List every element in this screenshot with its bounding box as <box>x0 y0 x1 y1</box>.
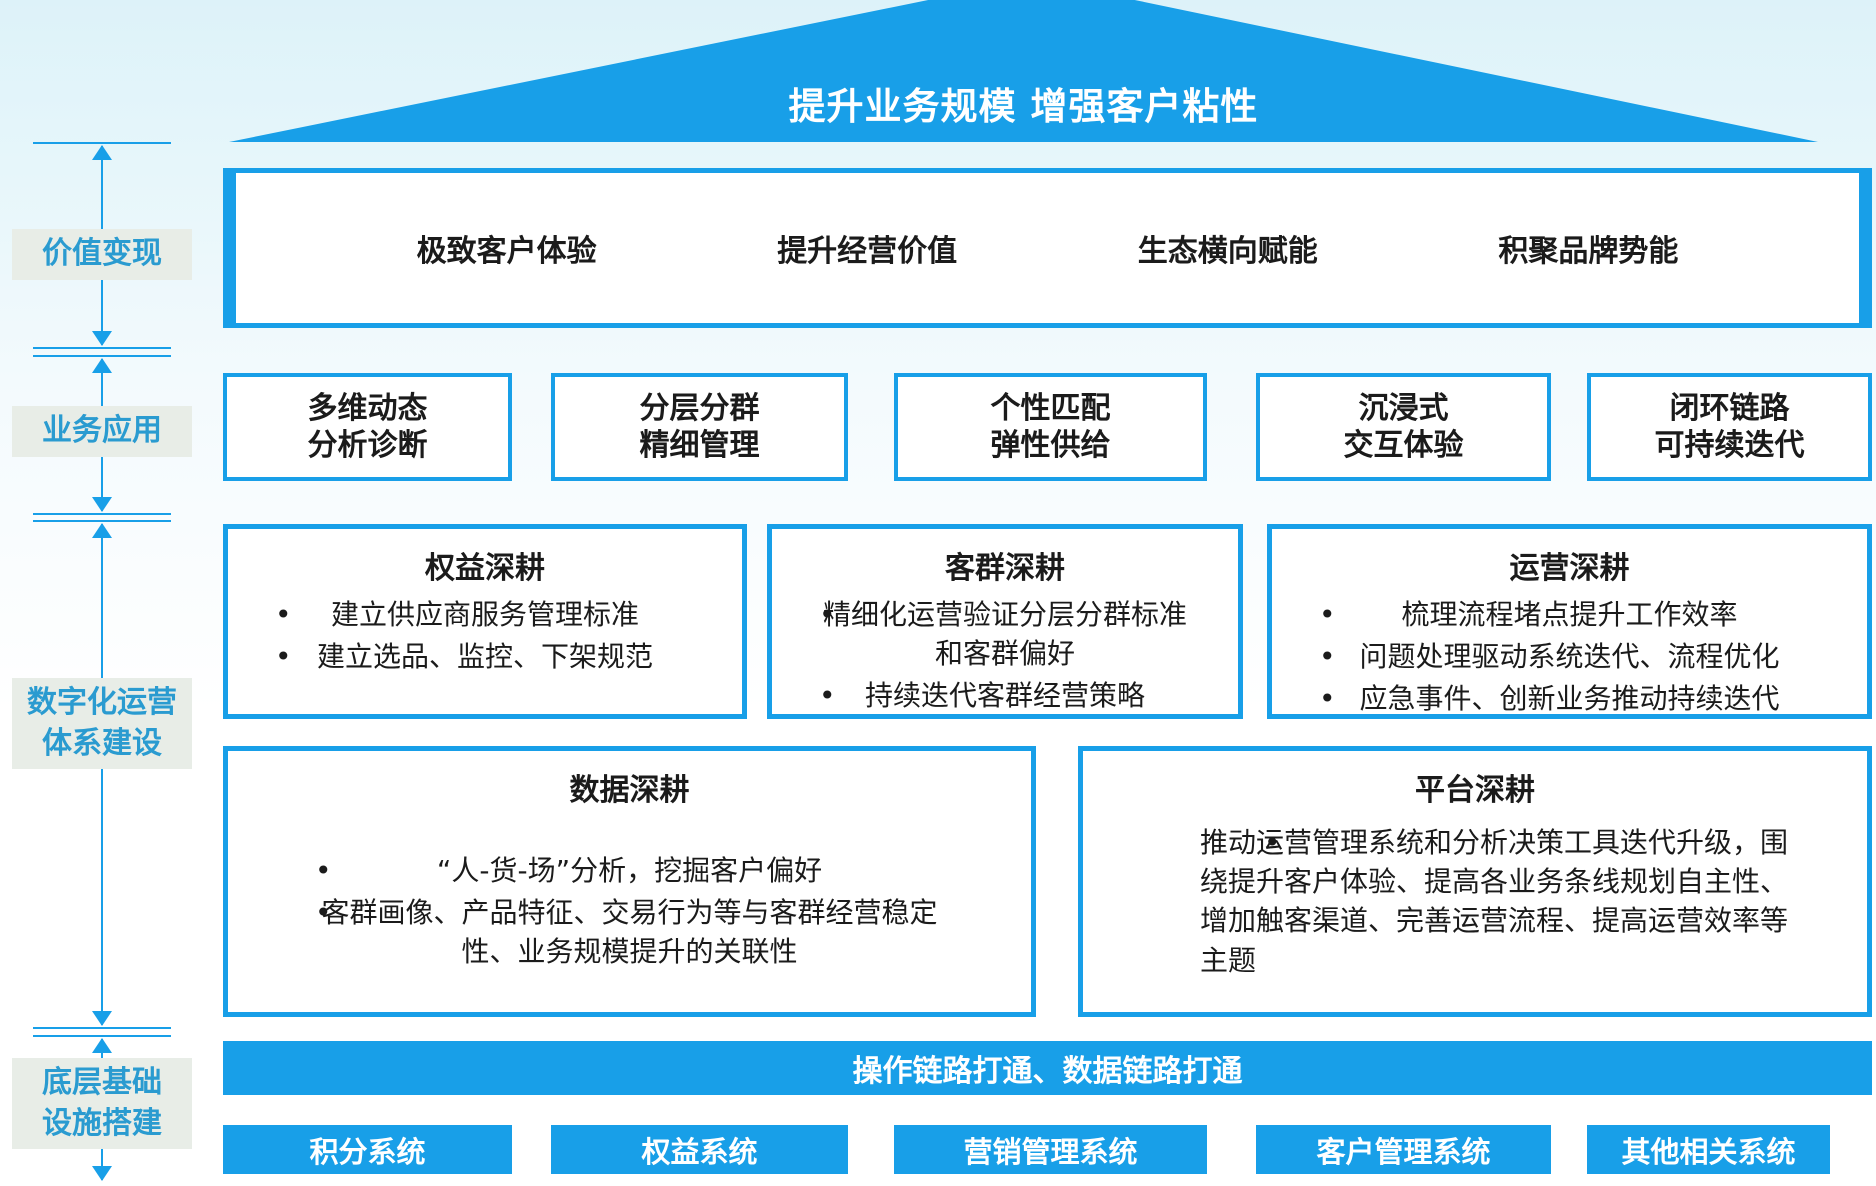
arrow-down-icon <box>92 497 112 512</box>
axis-cap <box>33 1027 171 1029</box>
card-title: 数据深耕 <box>569 773 690 808</box>
arrow-up-icon <box>92 358 112 373</box>
value-item-brand-momentum: 积聚品牌势能 <box>1498 234 1679 269</box>
side-label-digital-operation: 数字化运营 体系建设 <box>12 678 192 769</box>
card-operation-deepening: 运营深耕 梳理流程堵点提升工作效率 问题处理驱动系统迭代、流程优化 应急事件、创… <box>1267 524 1872 719</box>
card-platform-deepening: 平台深耕 推动运营管理系统和分析决策工具迭代升级，围绕提升客户体验、提高各业务条… <box>1078 746 1872 1017</box>
card-bullet: “人-货-场”分析，挖掘客户偏好 <box>313 851 946 890</box>
arrow-down-icon <box>92 1011 112 1026</box>
deep-cards-row-2: 数据深耕 “人-货-场”分析，挖掘客户偏好 客群画像、产品特征、交易行为等与客群… <box>223 746 1872 1017</box>
app-box-dynamic-analysis: 多维动态 分析诊断 <box>223 373 512 481</box>
card-customer-group-deepening: 客群深耕 精细化运营验证分层分群标准和客群偏好 持续迭代客群经营策略 <box>767 524 1243 719</box>
card-title: 客群深耕 <box>945 551 1065 586</box>
app-box-segmented-management: 分层分群 精细管理 <box>551 373 848 481</box>
card-rights-deepening: 权益深耕 建立供应商服务管理标准 建立选品、监控、下架规范 <box>223 524 747 719</box>
business-application-row: 多维动态 分析诊断 分层分群 精细管理 个性匹配 弹性供给 沉浸式 交互体验 闭… <box>223 373 1872 481</box>
card-bullet-list: 推动运营管理系统和分析决策工具迭代升级，围绕提升客户体验、提高各业务条线规划自主… <box>1088 823 1862 980</box>
card-bullet: 客群画像、产品特征、交易行为等与客群经营稳定性、业务规模提升的关联性 <box>313 893 946 971</box>
goal-title: 提升业务规模 增强客户粘性 <box>788 85 1259 128</box>
card-bullet: 梳理流程堵点提升工作效率 <box>1317 595 1822 634</box>
side-label-infrastructure: 底层基础 设施搭建 <box>12 1058 192 1149</box>
axis-cap <box>33 520 171 522</box>
axis-cap <box>33 355 171 357</box>
app-box-closed-loop: 闭环链路 可持续迭代 <box>1587 373 1872 481</box>
arrow-up-icon <box>92 145 112 160</box>
card-bullet: 问题处理驱动系统迭代、流程优化 <box>1317 637 1822 676</box>
card-title: 权益深耕 <box>425 551 545 586</box>
card-bullet: 精细化运营验证分层分群标准和客群偏好 <box>817 595 1193 673</box>
card-bullet: 持续迭代客群经营策略 <box>817 676 1193 715</box>
arrow-up-icon <box>92 1038 112 1053</box>
axis-line <box>101 524 103 1025</box>
arrow-down-icon <box>92 1166 112 1181</box>
app-box-personal-matching: 个性匹配 弹性供给 <box>894 373 1207 481</box>
card-bullet-list: “人-货-场”分析，挖掘客户偏好 客群画像、产品特征、交易行为等与客群经营稳定性… <box>233 851 1026 972</box>
value-item-business-value: 提升经营价值 <box>777 234 958 269</box>
roof-banner: 提升业务规模 增强客户粘性 <box>229 0 1818 142</box>
system-box-points: 积分系统 <box>223 1125 512 1174</box>
value-realization-box: 极致客户体验 提升经营价值 生态横向赋能 积聚品牌势能 <box>223 168 1872 328</box>
side-label-value-realization: 价值变现 <box>12 229 192 280</box>
axis-arrow-segment-operation <box>33 520 171 1029</box>
card-bullet: 应急事件、创新业务推动持续迭代 <box>1317 679 1822 718</box>
card-bullet: 推动运营管理系统和分析决策工具迭代升级，围绕提升客户体验、提高各业务条线规划自主… <box>1200 823 1796 980</box>
card-bullet-list: 建立供应商服务管理标准 建立选品、监控、下架规范 <box>233 595 737 677</box>
card-bullet: 建立供应商服务管理标准 <box>273 595 697 634</box>
axis-cap <box>33 142 171 144</box>
app-box-immersive-experience: 沉浸式 交互体验 <box>1256 373 1551 481</box>
system-box-marketing: 营销管理系统 <box>894 1125 1207 1174</box>
card-bullet: 建立选品、监控、下架规范 <box>273 637 697 676</box>
axis-cap <box>33 1035 171 1037</box>
deep-cards-row-1: 权益深耕 建立供应商服务管理标准 建立选品、监控、下架规范 客群深耕 精细化运营… <box>223 524 1872 719</box>
system-box-customer: 客户管理系统 <box>1256 1125 1551 1174</box>
side-label-business-application: 业务应用 <box>12 406 192 457</box>
link-through-bar: 操作链路打通、数据链路打通 <box>223 1041 1872 1095</box>
card-data-deepening: 数据深耕 “人-货-场”分析，挖掘客户偏好 客群画像、产品特征、交易行为等与客群… <box>223 746 1036 1017</box>
card-title: 运营深耕 <box>1509 551 1630 586</box>
system-box-rights: 权益系统 <box>551 1125 848 1174</box>
system-box-other: 其他相关系统 <box>1587 1125 1830 1174</box>
arrow-down-icon <box>92 331 112 346</box>
systems-row: 积分系统 权益系统 营销管理系统 客户管理系统 其他相关系统 <box>223 1125 1872 1174</box>
card-title: 平台深耕 <box>1415 773 1535 808</box>
axis-cap <box>33 347 171 349</box>
value-item-customer-experience: 极致客户体验 <box>416 234 597 269</box>
arrow-up-icon <box>92 523 112 538</box>
value-item-ecosystem-enablement: 生态横向赋能 <box>1137 234 1318 269</box>
card-bullet-list: 精细化运营验证分层分群标准和客群偏好 持续迭代客群经营策略 <box>777 595 1233 716</box>
card-bullet-list: 梳理流程堵点提升工作效率 问题处理驱动系统迭代、流程优化 应急事件、创新业务推动… <box>1277 595 1862 719</box>
axis-cap <box>33 513 171 515</box>
